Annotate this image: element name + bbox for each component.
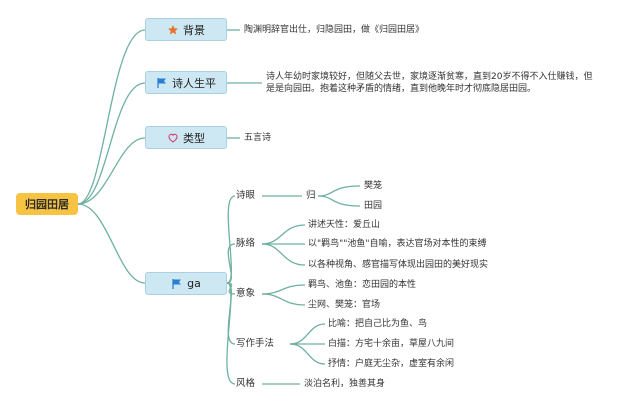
link-ga-mailuo (226, 243, 236, 284)
node-type[interactable]: 类型 (145, 126, 227, 149)
mailuo-item[interactable]: 讲述天性：爱丘山 (308, 220, 381, 230)
xiezuo-item[interactable]: 抒情：户庭无尘杂，虚室有余闲 (328, 359, 455, 369)
node-background-label: 背景 (183, 23, 205, 37)
link-root-poet (77, 82, 146, 205)
xiezuo-item[interactable]: 白描：方宅十余亩，草屋八九间 (328, 339, 455, 349)
root-node[interactable]: 归园田居 (16, 193, 78, 215)
node-poet[interactable]: 诗人生平 (145, 71, 227, 94)
node-ga-label: ga (187, 277, 201, 290)
link-xiezuo-3 (289, 343, 326, 365)
shiyan-item[interactable]: 樊笼 (364, 181, 383, 191)
shiyan-key[interactable]: 归 (306, 190, 316, 201)
link-ga-fengge (226, 282, 236, 385)
link-key-fanlong (317, 185, 361, 197)
poet-text: 诗人年幼时家境较好，但随父去世，家境逐渐贫寒，直到20岁不得不入仕赚钱，但是是向… (266, 72, 593, 94)
fengge-label[interactable]: 风格 (236, 378, 256, 389)
link-root-background (77, 29, 146, 205)
fengge-text[interactable]: 淡泊名利，独善其身 (304, 379, 386, 389)
heart-icon (167, 132, 179, 144)
mailuo-item[interactable]: 以各种视角、感官描写体现出园田的美好现实 (308, 260, 489, 270)
node-background[interactable]: 背景 (145, 18, 227, 41)
link-root-type (77, 137, 146, 205)
shiyan-label[interactable]: 诗眼 (236, 190, 256, 201)
node-type-label: 类型 (183, 131, 205, 145)
link-root-ga (77, 203, 146, 284)
node-ga[interactable]: ga (145, 272, 227, 295)
type-text: 五言诗 (244, 133, 272, 143)
mailuo-label[interactable]: 脉络 (236, 238, 256, 249)
yixiang-item[interactable]: 尘网、樊笼：官场 (308, 300, 381, 310)
shiyan-item[interactable]: 田园 (364, 201, 383, 211)
star-icon (167, 24, 179, 36)
yixiang-label[interactable]: 意象 (236, 288, 256, 299)
xiezuo-item[interactable]: 比喻：把自己比为鱼、鸟 (328, 319, 428, 329)
link-mailuo-3 (261, 243, 306, 266)
link-key-tianyuan (317, 195, 361, 207)
link-mailuo-1 (261, 224, 306, 245)
flag-icon (156, 77, 168, 89)
node-poet-label: 诗人生平 (172, 76, 216, 90)
mailuo-item[interactable]: 以"羁鸟""池鱼"自喻，表达官场对本性的束缚 (308, 239, 487, 249)
xiezuo-label[interactable]: 写作手法 (236, 338, 275, 349)
link-yixiang-1 (261, 284, 306, 295)
link-xiezuo-1 (289, 323, 326, 345)
yixiang-item[interactable]: 羁鸟、池鱼：恋田园的本性 (308, 280, 417, 290)
link-yixiang-2 (261, 293, 306, 306)
background-text: 陶渊明辞官出仕，归隐园田，做《归园田居》 (244, 25, 425, 35)
flag-icon (171, 278, 183, 290)
link-ga-shiyan (226, 195, 236, 284)
